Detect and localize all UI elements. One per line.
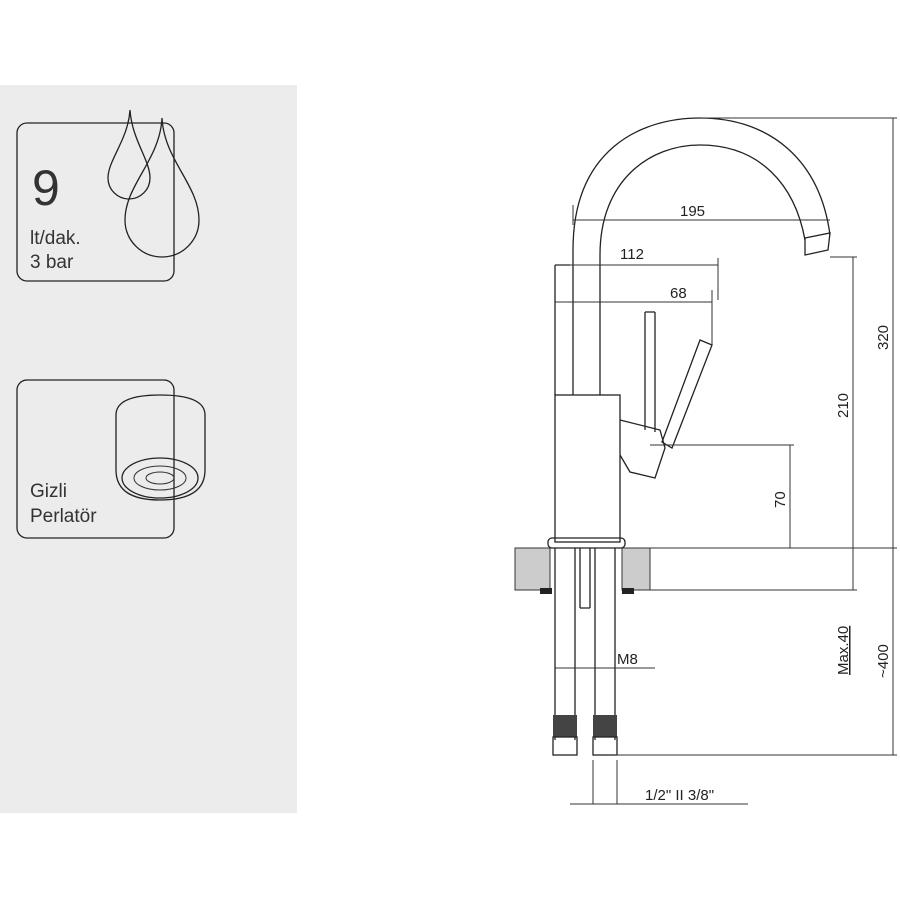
flow-rate-badge: 9 lt/dak. 3 bar	[16, 109, 200, 282]
aerator-line2: Perlatör	[30, 506, 97, 527]
dim-112: 112	[620, 246, 644, 263]
faucet-outline	[514, 117, 831, 756]
flow-value: 9	[32, 160, 60, 216]
dim-70: 70	[772, 491, 789, 508]
dim-max40: Max.40	[835, 626, 852, 675]
dim-400: ~400	[875, 644, 892, 678]
flow-unit: lt/dak.	[30, 228, 81, 249]
dim-68: 68	[670, 285, 687, 302]
dim-320: 320	[875, 325, 892, 350]
features-panel	[0, 85, 297, 813]
aerator-badge: Gizli Perlatör	[16, 379, 206, 539]
dim-m8: M8	[617, 651, 638, 668]
flow-pressure: 3 bar	[30, 252, 74, 273]
aerator-line1: Gizli	[30, 481, 67, 502]
aerator-icon	[115, 394, 206, 501]
dim-connection: 1/2" II 3/8"	[645, 787, 714, 804]
water-drops-icon	[107, 109, 200, 258]
dim-210: 210	[835, 393, 852, 418]
dim-195: 195	[680, 203, 705, 220]
dimension-lines	[555, 117, 897, 805]
